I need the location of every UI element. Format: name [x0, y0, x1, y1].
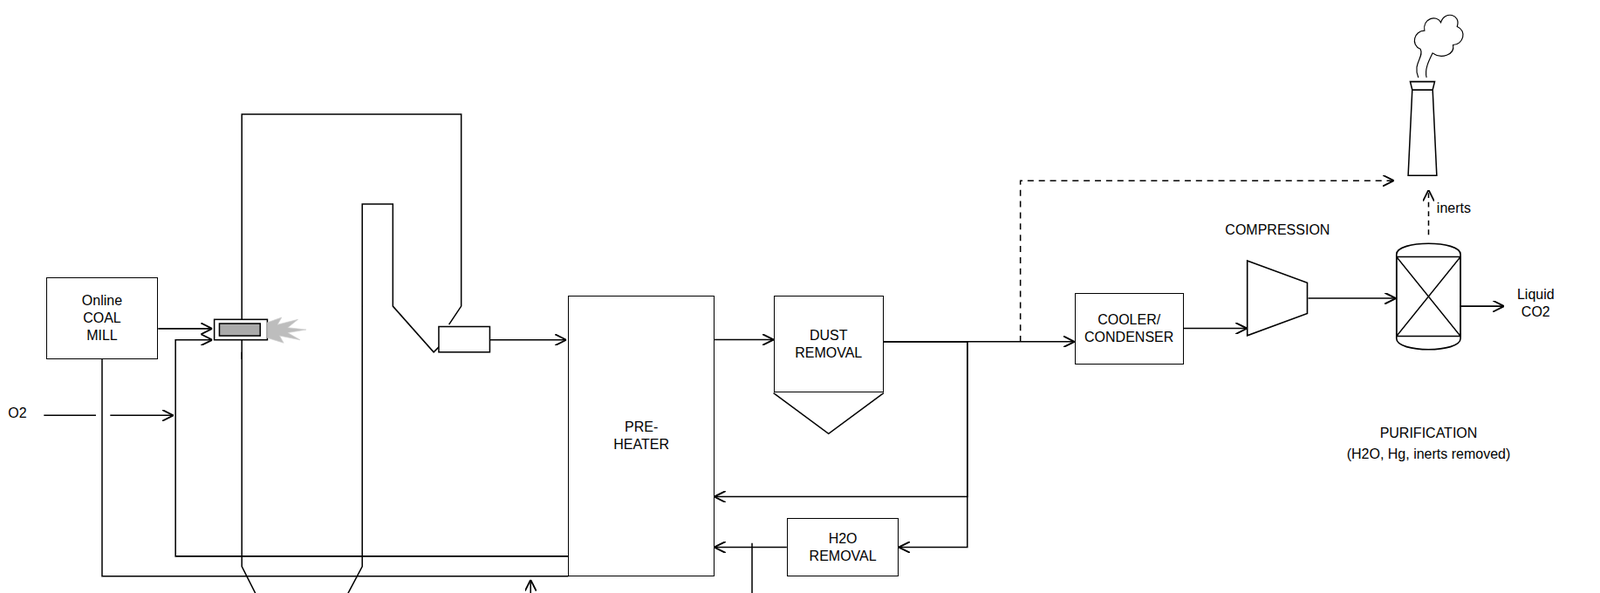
h2o-removal-box: H2O REMOVAL	[786, 518, 900, 577]
product-label: Liquid CO2	[1510, 286, 1561, 322]
vent-line	[1428, 190, 1430, 235]
flue-gas-line	[489, 339, 567, 342]
box-label: COOLER/ CONDENSER	[1083, 311, 1175, 347]
box-label: DUST REMOVAL	[792, 327, 866, 363]
o2-line	[43, 415, 96, 418]
unit-label: (H2O, Hg, inerts removed)	[1347, 445, 1512, 464]
flow-connector	[714, 339, 774, 342]
preheater-box: PRE- HEATER	[567, 295, 714, 577]
vent-label: inerts	[1436, 199, 1471, 218]
burner	[214, 319, 268, 340]
stack-rim	[1409, 82, 1435, 90]
purification-column: PURIFICATION(H2O, Hg, inerts removed)	[1395, 236, 1462, 357]
smoke	[1414, 14, 1464, 78]
dust-removal-box: DUST REMOVAL	[773, 295, 884, 393]
secondary-gas-line	[175, 340, 568, 557]
cooler-box: COOLER/ CONDENSER	[1074, 293, 1184, 365]
flow-connector	[883, 341, 968, 548]
boiler-outlet	[438, 327, 490, 353]
product-line	[1461, 305, 1505, 308]
mill-box: Online COAL MILL	[46, 277, 159, 360]
boiler-outline	[241, 114, 461, 360]
compressor: COMPRESSION	[1246, 259, 1308, 337]
boiler-hopper	[241, 204, 441, 593]
flow-connector	[714, 547, 787, 549]
box-label: PRE- HEATER	[610, 418, 672, 454]
coal-line	[157, 328, 212, 330]
column-symbol	[1395, 236, 1462, 357]
flame	[266, 317, 306, 343]
stream-label: O2	[7, 404, 27, 423]
unit-label: COMPRESSION	[1224, 221, 1330, 240]
unit-label: PURIFICATION	[1380, 424, 1478, 443]
o2-line	[109, 415, 174, 418]
flow-connector	[102, 359, 569, 577]
drain-line	[751, 543, 753, 593]
stack	[1408, 89, 1437, 176]
feed-line	[529, 580, 532, 593]
compressor-symbol	[1246, 259, 1308, 337]
flow-connector	[1183, 328, 1248, 330]
flow-connector	[1308, 297, 1397, 300]
dust-hopper	[773, 393, 884, 435]
box-label: H2O REMOVAL	[806, 530, 880, 566]
box-label: Online COAL MILL	[75, 292, 130, 345]
burner-core	[218, 323, 260, 336]
